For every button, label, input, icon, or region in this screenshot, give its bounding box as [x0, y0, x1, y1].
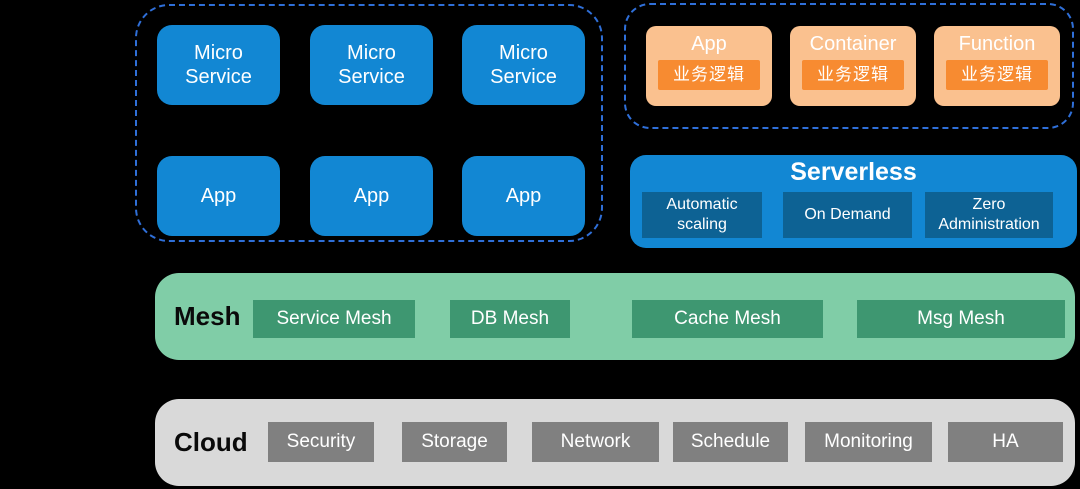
business-logic-box: 业务逻辑: [946, 60, 1048, 90]
business-logic-box: 业务逻辑: [802, 60, 904, 90]
msg-mesh-box: Msg Mesh: [857, 300, 1065, 338]
micro-service-box: Micro Service: [157, 25, 280, 105]
workload-card-title: Function: [958, 33, 1036, 55]
serverless-feature-zero-administration: Zero Administration: [925, 192, 1053, 238]
micro-service-box: Micro Service: [310, 25, 433, 105]
serverless-panel: Serverless Automatic scaling On Demand Z…: [630, 155, 1077, 248]
app-box: App: [310, 156, 433, 236]
security-box: Security: [268, 422, 374, 462]
workload-card-title: App: [691, 33, 727, 55]
network-box: Network: [532, 422, 659, 462]
cloud-layer-title: Cloud: [174, 427, 248, 457]
workload-card-function: Function 业务逻辑: [934, 26, 1060, 106]
app-box: App: [157, 156, 280, 236]
app-box: App: [462, 156, 585, 236]
workload-card-container: Container 业务逻辑: [790, 26, 916, 106]
cloud-layer: Cloud Security Storage Network Schedule …: [155, 399, 1075, 486]
microservice-app-cluster: Micro Service Micro Service Micro Servic…: [135, 4, 603, 242]
schedule-box: Schedule: [673, 422, 788, 462]
workload-card-title: Container: [809, 33, 897, 55]
ha-box: HA: [948, 422, 1063, 462]
serverless-feature-on-demand: On Demand: [783, 192, 912, 238]
serverless-feature-automatic-scaling: Automatic scaling: [642, 192, 762, 238]
db-mesh-box: DB Mesh: [450, 300, 570, 338]
monitoring-box: Monitoring: [805, 422, 932, 462]
workload-card-app: App 业务逻辑: [646, 26, 772, 106]
micro-service-box: Micro Service: [462, 25, 585, 105]
storage-box: Storage: [402, 422, 507, 462]
business-logic-box: 业务逻辑: [658, 60, 760, 90]
mesh-layer-title: Mesh: [174, 301, 241, 331]
service-mesh-box: Service Mesh: [253, 300, 415, 338]
cache-mesh-box: Cache Mesh: [632, 300, 823, 338]
serverless-title: Serverless: [790, 158, 917, 186]
serverless-workload-cluster: App 业务逻辑 Container 业务逻辑 Function 业务逻辑: [624, 3, 1074, 129]
mesh-layer: Mesh Service Mesh DB Mesh Cache Mesh Msg…: [155, 273, 1075, 360]
